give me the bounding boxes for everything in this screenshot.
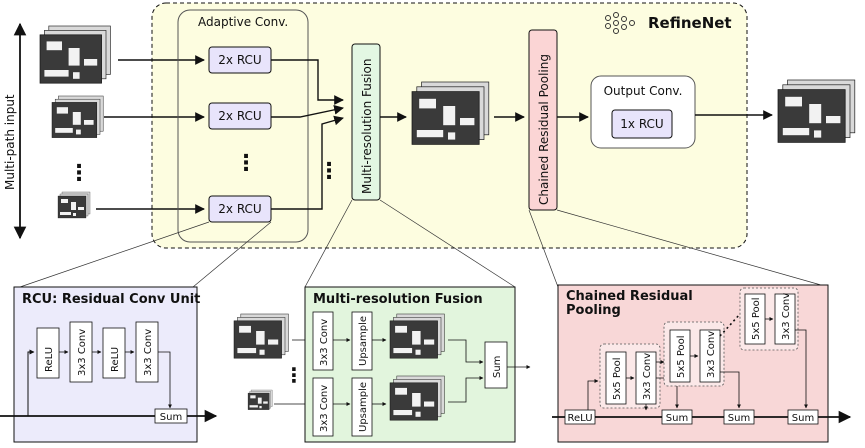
crp-detail-pool-2-label: 5x5 Pool xyxy=(676,335,687,378)
adaptive-conv-title: Adaptive Conv. xyxy=(198,15,288,29)
arrow-rcu-3 xyxy=(271,115,344,210)
mrf-detail-conv-2-label: 3x3 Conv xyxy=(319,385,330,432)
mrf-detail-input-1 xyxy=(233,313,289,359)
mrf-block-label: Multi-resolution Fusion xyxy=(360,59,374,194)
output-rcu-block xyxy=(611,109,673,139)
crp-detail-conv-3-label: 3x3 Conv xyxy=(781,293,792,340)
input-image-2 xyxy=(51,95,104,139)
output-conv-title: Output Conv. xyxy=(604,84,683,98)
mrf-detail-sum xyxy=(484,341,508,389)
rcu-ellipsis: ⋮ xyxy=(235,151,257,176)
mrf-detail-upsampled-1 xyxy=(389,313,445,359)
rcu-detail-relu-2-label: ReLU xyxy=(110,347,121,372)
fused-image xyxy=(411,81,490,146)
output-image xyxy=(777,79,856,144)
mrf-detail-conv-1 xyxy=(312,311,334,371)
crp-c3-sum3 xyxy=(795,329,808,409)
zoom-line-crp-1 xyxy=(528,209,559,288)
crp-c2-sum2 xyxy=(720,371,741,409)
mrf-detail-upsample-2-label: Upsample xyxy=(358,382,369,432)
crp-detail-conv-1-label: 3x3 Conv xyxy=(642,353,653,400)
rcu-detail-relu-1-label: ReLU xyxy=(44,347,55,372)
arrow-rcu-1 xyxy=(271,59,344,105)
refinenet-label: RefineNet xyxy=(648,14,732,32)
arrow-rcu-2 xyxy=(271,105,344,118)
output-rcu-label: 1x RCU xyxy=(620,117,663,131)
crp-detail-sum-1-label: Sum xyxy=(666,413,688,424)
crp-detail-relu-label: ReLU xyxy=(567,413,592,424)
mrf-detail-ellipsis: ⋮ xyxy=(284,363,304,387)
mrf-detail-input-2 xyxy=(247,389,273,410)
crp-detail-pool-1-label: 5x5 Pool xyxy=(612,357,623,400)
zoom-line-mrf-1 xyxy=(304,199,353,288)
zoom-line-rcu-1 xyxy=(19,221,210,288)
mrf-to-sum-1 xyxy=(448,339,484,364)
mrf-block xyxy=(351,43,381,201)
refinenet-logo-icon xyxy=(605,12,635,34)
mrf-detail-sum-label: Sum xyxy=(492,356,503,378)
rcu-detail-conv-1-label: 3x3 Conv xyxy=(77,329,88,376)
rcu-to-sum xyxy=(158,351,172,409)
rcu-detail-relu-2 xyxy=(102,327,126,379)
fusion-in-ellipsis: ⋮ xyxy=(318,159,340,184)
crp-detail-sum-3 xyxy=(787,409,819,425)
rcu-detail-sum-label: Sum xyxy=(160,412,182,423)
multipath-label: Multi-path input xyxy=(3,94,17,190)
input-ellipsis: ⋮ xyxy=(68,161,90,186)
crp-detail-sum-2-label: Sum xyxy=(728,413,750,424)
input-image-1 xyxy=(39,25,111,84)
crp-branch-1 xyxy=(587,379,599,410)
rcu-detail-conv-2-label: 3x3 Conv xyxy=(143,329,154,376)
mrf-detail-conv-2 xyxy=(312,377,334,437)
rcu-detail-title: RCU: Residual Conv Unit xyxy=(22,292,200,307)
rcu-detail-relu-1 xyxy=(36,327,60,379)
mrf-detail-title: Multi-resolution Fusion xyxy=(313,292,483,307)
crp-detail-sum-1 xyxy=(661,409,693,425)
mrf-detail-upsample-1-label: Upsample xyxy=(358,316,369,366)
rcu-block-3-label: 2x RCU xyxy=(218,202,261,216)
zoom-line-mrf-2 xyxy=(379,199,516,288)
zoom-line-rcu-2 xyxy=(192,221,272,288)
mrf-to-sum-2 xyxy=(448,376,484,403)
crp-detail-title-2: Pooling xyxy=(566,303,621,318)
mrf-detail-upsampled-2 xyxy=(389,375,445,421)
mrf-detail-conv-1-label: 3x3 Conv xyxy=(319,319,330,366)
crp-detail-conv-2-label: 3x3 Conv xyxy=(706,331,717,378)
mrf-detail-upsample-2 xyxy=(351,377,373,437)
rcu-block-2-label: 2x RCU xyxy=(218,109,261,123)
crp-detail-sum-2 xyxy=(723,409,755,425)
zoom-line-crp-2 xyxy=(556,209,829,288)
crp-detail-sum-3-label: Sum xyxy=(792,413,814,424)
rcu-skip-up xyxy=(27,349,35,416)
crp-block xyxy=(528,29,558,211)
crp-detail-conv-3 xyxy=(774,293,796,345)
crp-detail-relu xyxy=(564,409,596,425)
adaptive-conv-box xyxy=(177,9,309,243)
rcu-block-2 xyxy=(208,102,272,130)
crp-detail-pool-3-label: 5x5 Pool xyxy=(751,297,762,340)
crp-detail-conv-2 xyxy=(699,329,721,383)
mrf-detail-upsample-1 xyxy=(351,311,373,371)
crp-block-label: Chained Residual Pooling xyxy=(537,54,551,205)
rcu-detail-sum xyxy=(154,408,188,424)
crp-detail-title-1: Chained Residual xyxy=(566,289,693,304)
rcu-block-1-label: 2x RCU xyxy=(218,53,261,67)
input-image-3 xyxy=(57,191,91,219)
